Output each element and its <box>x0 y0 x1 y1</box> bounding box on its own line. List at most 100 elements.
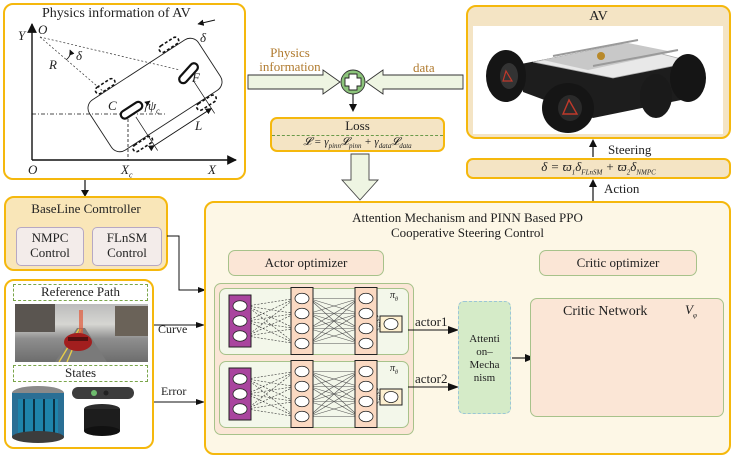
actor1-input-neuron <box>232 300 248 312</box>
av-image <box>473 26 723 134</box>
physics-panel-title: Physics information of AV <box>42 6 191 21</box>
label-radius: R <box>49 57 57 72</box>
actor1-hidden-layer-2 <box>354 287 378 355</box>
actor2-input-neuron <box>232 403 248 415</box>
actor1-hidden-neuron <box>294 307 310 320</box>
actor1-hidden-neuron <box>294 292 310 305</box>
main-title: Attention Mechanism and PINN Based PPO C… <box>352 210 583 240</box>
action-label: Action <box>604 181 640 196</box>
actor2-edge <box>372 386 381 398</box>
reference-path-header <box>13 284 148 301</box>
policy-label-1: πθ <box>390 290 398 303</box>
actor1-edge <box>246 298 296 307</box>
critic-network-box <box>530 298 724 417</box>
actor1-edge <box>246 313 296 322</box>
actor1-edge <box>246 305 296 314</box>
vehicle-kinematics-diagram <box>27 19 237 165</box>
actor2-edge <box>246 371 296 380</box>
actor1-hidden-neuron <box>358 337 374 350</box>
actor2-edge <box>308 386 360 417</box>
label-delta-right: δ <box>200 30 207 45</box>
actor2-edge <box>308 371 360 387</box>
imu-icon <box>84 409 120 431</box>
actor2-edge <box>246 378 296 402</box>
actor2-hidden-neuron <box>294 410 310 423</box>
physics-block-arrow <box>247 69 341 95</box>
actor2-edge <box>246 393 296 417</box>
loss-formula: 𝓛 = γpinn𝓛pinn + γdata𝓛data <box>303 136 412 151</box>
actor2-hidden-layer-2 <box>354 360 378 428</box>
actor1-hidden-neuron <box>358 307 374 320</box>
front-wheel <box>178 62 199 85</box>
sensors-illustration <box>12 386 134 443</box>
states-label: States <box>64 365 97 380</box>
actor2-label: actor2 <box>415 371 448 386</box>
actor2-edge <box>246 393 296 402</box>
label-origin: O <box>28 162 38 177</box>
actor2-edge <box>246 401 296 410</box>
actor2-hidden-layer-1 <box>290 360 314 428</box>
steering-arrow <box>589 139 597 157</box>
actor1-edge <box>246 298 296 337</box>
label-center: C <box>108 98 117 113</box>
label-length: L <box>195 118 203 133</box>
label-y-axis: Y <box>18 28 26 43</box>
actor1-label: actor1 <box>415 314 448 329</box>
actor1-edge <box>308 328 360 344</box>
actor1-input-neuron <box>232 330 248 342</box>
actor1-edge <box>308 298 360 329</box>
actor1-edge <box>246 320 296 344</box>
actor1-edge <box>246 335 296 344</box>
reference-path-label: Reference Path <box>40 284 121 299</box>
actor2-edge <box>246 371 296 410</box>
label-xc: Xc <box>121 162 133 180</box>
actor2-edge <box>308 401 360 417</box>
actor2-input-neuron <box>232 373 248 385</box>
loss-to-main-arrow <box>340 153 380 201</box>
actor2-hidden-neuron <box>294 365 310 378</box>
actor1-edge <box>246 305 296 344</box>
label-x-axis: X <box>208 162 216 177</box>
actor2-hidden-neuron <box>358 410 374 423</box>
nmpc-control-box <box>16 227 84 266</box>
actor1-edge <box>308 298 360 314</box>
actor2-edge <box>246 408 296 417</box>
action-arrow <box>589 179 597 203</box>
loss-title: Loss <box>345 118 370 133</box>
actor-optimizer-box <box>228 250 384 276</box>
fusion-arrows <box>247 69 464 112</box>
actor1-hidden-neuron <box>294 322 310 335</box>
actor2-edge <box>308 371 360 402</box>
curve-label: Curve <box>158 322 188 336</box>
reference-path-image <box>15 304 148 362</box>
arrow-physics-to-baseline <box>81 180 89 197</box>
actor-optimizer-label: Actor optimizer <box>264 255 348 270</box>
loss-divider <box>272 135 443 136</box>
actor1-edge <box>246 328 296 337</box>
camera-icon <box>72 387 134 399</box>
actor1-edge <box>308 313 360 344</box>
actor1-edge <box>308 298 360 344</box>
physics-information-label: Physics information <box>259 45 321 74</box>
states-header <box>13 365 148 382</box>
actor-arrows <box>408 326 459 391</box>
robot-vehicle-illustration <box>486 39 706 133</box>
actor2-output-neuron <box>383 391 399 403</box>
critic-optimizer-label: Critic optimizer <box>576 255 660 270</box>
actor1-hidden-neuron <box>358 292 374 305</box>
actor2-edge <box>246 386 296 410</box>
critic-network-label: Critic Network <box>563 304 648 319</box>
steering-label: Steering <box>608 142 652 157</box>
attention-mechanism-label: Attenti on– Mecha nism <box>469 333 500 384</box>
loss-box <box>270 117 445 152</box>
actor1-hidden-neuron <box>294 337 310 350</box>
steering-formula: δ = ϖ1δFLnSM + ϖ2δNMPC <box>541 159 656 177</box>
actor1-output-neuron <box>383 318 399 330</box>
actor2-edge <box>308 371 360 417</box>
actor1-edge <box>246 305 296 329</box>
critic-optimizer-box <box>539 250 697 276</box>
connector-lines <box>154 235 206 405</box>
actor1-input-neuron <box>232 315 248 327</box>
actor1-edge <box>372 313 381 325</box>
